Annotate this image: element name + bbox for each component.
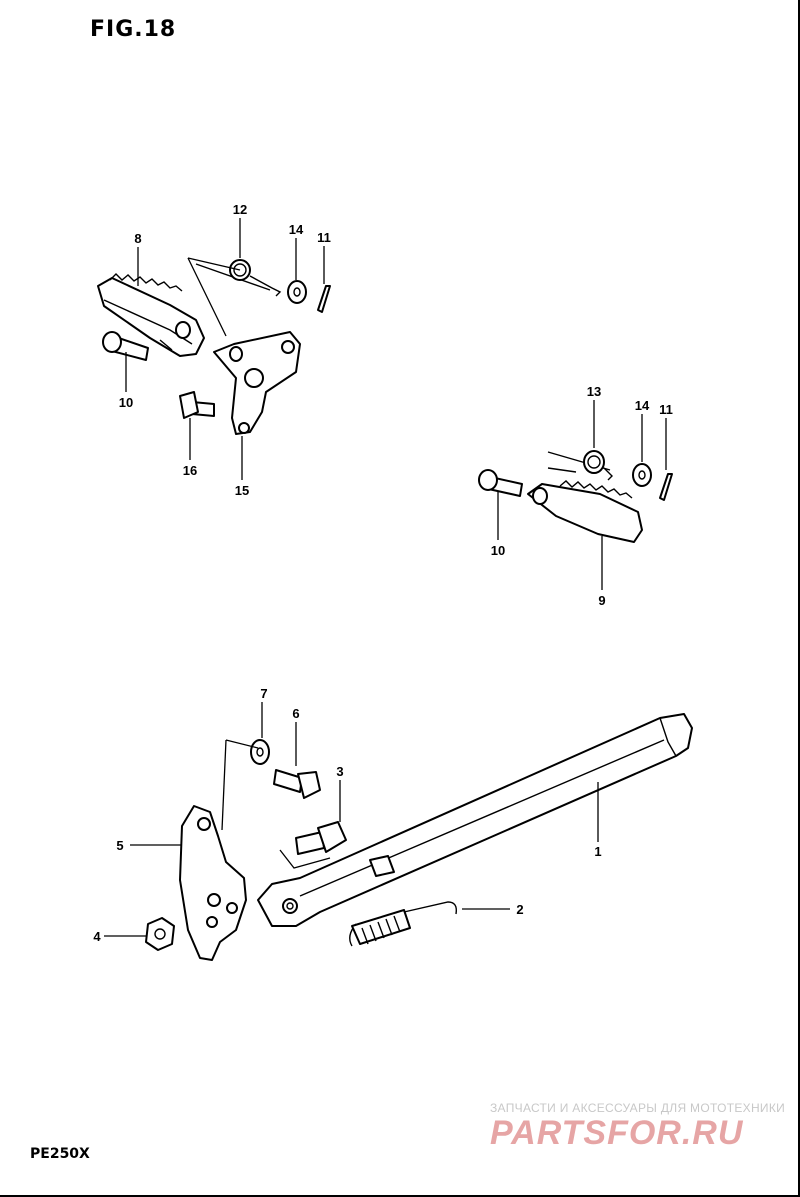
callout-4: 4 xyxy=(93,929,101,944)
footrest-left xyxy=(97,273,205,357)
callout-15: 15 xyxy=(235,483,249,498)
callout-6: 6 xyxy=(292,706,299,721)
callout-16: 16 xyxy=(183,463,197,478)
callout-10-right: 10 xyxy=(491,543,505,558)
callout-10-left: 10 xyxy=(119,395,133,410)
callout-3: 3 xyxy=(336,764,343,779)
spring-right xyxy=(547,450,613,481)
figure-title: FIG.18 xyxy=(90,17,177,42)
pivot-bolt xyxy=(295,821,347,855)
leader-lines xyxy=(104,218,667,937)
return-spring xyxy=(349,901,458,947)
callout-2: 2 xyxy=(516,902,523,917)
stand-washer xyxy=(250,739,270,765)
model-code: PE250X xyxy=(30,1146,90,1162)
callout-9: 9 xyxy=(598,593,605,608)
callout-11-left: 11 xyxy=(317,230,331,245)
cotter-pin-left xyxy=(317,285,331,313)
callout-12: 12 xyxy=(233,202,247,217)
spring-left xyxy=(195,259,282,297)
watermark-tagline: ЗАПЧАСТИ И АКСЕССУАРЫ ДЛЯ МОТОТЕХНИКИ xyxy=(490,1101,786,1115)
side-stand xyxy=(257,713,693,927)
callout-14-left: 14 xyxy=(289,222,304,237)
callout-5: 5 xyxy=(116,838,123,853)
callout-8: 8 xyxy=(134,231,141,246)
stand-nut xyxy=(145,917,175,951)
watermark-logo: PARTSFOR.RU xyxy=(490,1114,744,1152)
callout-1: 1 xyxy=(594,844,601,859)
stand-stopper xyxy=(369,855,395,877)
callout-11-right: 11 xyxy=(659,402,673,417)
footrest-right xyxy=(527,480,643,543)
washer-left xyxy=(287,280,307,304)
footrest-bracket xyxy=(213,331,301,435)
pivot-pin-right xyxy=(478,469,523,497)
callout-7: 7 xyxy=(260,686,267,701)
bracket-bolt xyxy=(273,769,321,799)
stand-bracket xyxy=(179,805,247,961)
pivot-pin-left xyxy=(102,331,149,361)
bolt-left xyxy=(179,391,215,419)
watermark-logo-text: PARTSFOR.RU xyxy=(490,1114,744,1152)
callout-13: 13 xyxy=(587,384,601,399)
washer-right xyxy=(632,463,652,487)
callout-labels: 1 2 3 4 5 6 7 8 9 10 10 11 11 12 13 14 1… xyxy=(93,202,672,944)
cotter-pin-right xyxy=(659,473,673,501)
callout-14-right: 14 xyxy=(635,398,650,413)
